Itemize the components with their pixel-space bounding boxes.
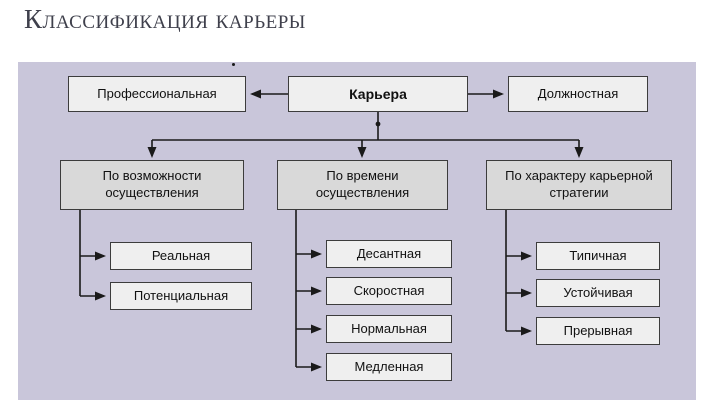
node-official: Должностная (508, 76, 648, 112)
leaf-stable: Устойчивая (536, 279, 660, 307)
leaf-speed: Скоростная (326, 277, 452, 305)
branch-header-strategy: По характеру карьерной стратегии (486, 160, 672, 210)
leaf-potential: Потенциальная (110, 282, 252, 310)
leaf-real: Реальная (110, 242, 252, 270)
leaf-normal: Нормальная (326, 315, 452, 343)
leaf-slow: Медленная (326, 353, 452, 381)
branch-header-possibility: По возможности осуществления (60, 160, 244, 210)
page-title: Классификация карьеры (24, 4, 306, 34)
leaf-typical: Типичная (536, 242, 660, 270)
node-career-root: Карьера (288, 76, 468, 112)
node-professional: Профессиональная (68, 76, 246, 112)
leaf-desant: Десантная (326, 240, 452, 268)
diagram-panel (18, 62, 696, 400)
branch-header-time: По времени осуществления (277, 160, 448, 210)
stray-dot (232, 63, 235, 66)
leaf-interrupted: Прерывная (536, 317, 660, 345)
